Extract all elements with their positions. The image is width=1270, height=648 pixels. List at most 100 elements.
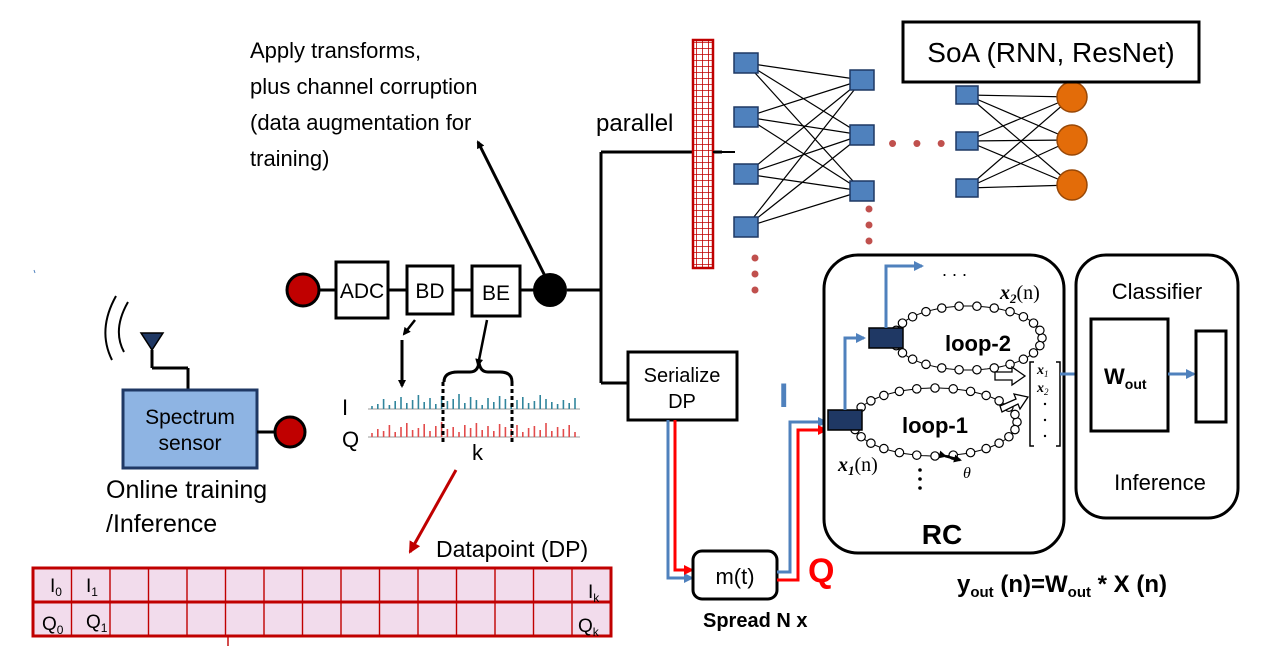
nn-edge: [745, 134, 863, 228]
parallel-input-buffer: [691, 38, 715, 270]
serial-i-path: [666, 420, 694, 583]
iq-q-label: Q: [342, 427, 359, 452]
nn-edge: [966, 96, 1073, 189]
reservoir-node: [965, 447, 976, 458]
reservoir-node: [994, 396, 1004, 406]
nn-edge: [966, 94, 1073, 141]
reservoir-node: [911, 450, 922, 460]
serialize-label-1: Serialize: [644, 365, 721, 387]
dp-cell-q1: Q1: [86, 612, 108, 635]
reservoir-node: [911, 384, 922, 394]
vector-x2: x2: [1036, 381, 1049, 397]
split-node: [533, 273, 567, 307]
nn-node: [849, 124, 875, 146]
reservoir-node: [989, 363, 1000, 373]
nn-node: [733, 216, 759, 238]
nn-edge: [966, 139, 1073, 189]
modulated-q-path: [777, 425, 828, 582]
reservoir-node: [954, 301, 964, 312]
apply-text-line1: Apply transforms,: [250, 38, 421, 63]
reservoir-node: [894, 386, 905, 397]
be-block: [470, 264, 522, 318]
classifier-label: Classifier: [1112, 279, 1202, 304]
reservoir-node: [930, 451, 940, 461]
modulator-box: [691, 549, 779, 601]
nn-edge: [966, 139, 1073, 142]
serial-q-path: [673, 420, 694, 575]
vector-x1: x1: [1036, 363, 1049, 379]
reservoir-node: [907, 311, 918, 322]
nn-edge: [745, 79, 863, 228]
reservoir-node: [981, 390, 991, 401]
wout-matrix-box: [1089, 317, 1170, 433]
nn-edge: [745, 190, 863, 228]
reservoir-node: [1018, 354, 1029, 365]
soa-label: SoA (RNN, ResNet): [927, 37, 1174, 68]
stray-mark: [33, 269, 36, 274]
nn-edge: [745, 173, 863, 192]
reservoir-node: [972, 301, 982, 312]
datapoint-title: Datapoint (DP): [436, 536, 588, 562]
reservoir-node: [936, 363, 947, 373]
nn-node: [849, 69, 875, 91]
loop-1-ring: [848, 383, 1022, 461]
reservoir-node: [1035, 325, 1045, 336]
reservoir-node: [894, 447, 905, 458]
k-brace: [442, 361, 514, 383]
nn-output-node: [1056, 81, 1088, 113]
nn-edge: [966, 140, 1073, 186]
reservoir-node: [897, 348, 908, 358]
nn-edge: [745, 62, 863, 81]
bd-arrow: [402, 319, 416, 336]
output-vector-box: [1194, 329, 1228, 424]
nn-edge: [745, 116, 863, 136]
parallel-label: parallel: [596, 110, 673, 137]
nn-node: [849, 180, 875, 202]
reservoir-node: [1018, 311, 1029, 322]
dp-cell-ik: Ik: [588, 582, 600, 605]
reservoir-node: [907, 354, 918, 365]
apply-arrow: [476, 140, 547, 277]
nn-edge: [745, 79, 863, 175]
loop-2-label: loop-2: [945, 331, 1011, 356]
loop-2-input-node: [868, 327, 904, 349]
reservoir-node: [981, 443, 991, 454]
reservoir-node: [879, 443, 889, 454]
online-training-line2: /Inference: [106, 510, 217, 538]
nn-connections: [713, 62, 1073, 228]
nn-nodes: [733, 52, 1088, 238]
nn-vertical-ellipsis: [751, 205, 873, 294]
i-channel-label: I: [779, 377, 788, 415]
reservoir-node: [1028, 318, 1039, 328]
loop1-state-arrow: [999, 393, 1030, 413]
reservoir-node: [965, 386, 976, 397]
be-arrow: [475, 319, 489, 367]
serialize-label-2: DP: [668, 391, 696, 413]
apply-text-line2: plus channel corruption: [250, 74, 477, 99]
reservoir-node: [954, 364, 964, 375]
bd-label: BD: [415, 280, 444, 303]
modulated-i-path: [777, 417, 828, 574]
spectrum-sensor-label-1: Spectrum: [145, 406, 235, 429]
nn-node: [733, 163, 759, 185]
loop-1-label: loop-1: [902, 413, 968, 438]
modulator-label: m(t): [715, 564, 754, 589]
reservoir-node: [921, 306, 931, 317]
q-spectrum: [368, 422, 580, 438]
dp-cell-i0: I0: [50, 576, 62, 599]
inference-label: Inference: [1114, 470, 1206, 495]
rc-label: RC: [922, 519, 962, 550]
input-node: [285, 272, 321, 308]
be-label: BE: [482, 282, 510, 305]
nn-edge: [745, 134, 863, 175]
spectrum-sensor-box: [121, 388, 259, 470]
adc-label: ADC: [340, 280, 384, 303]
nn-node: [955, 131, 979, 151]
reservoir-node: [879, 390, 889, 401]
x2-state-label: x2(n): [999, 282, 1040, 306]
nn-output-node: [1056, 169, 1088, 201]
datapoint-table: [31, 566, 613, 646]
dp-cell-q0: Q0: [42, 614, 64, 637]
loop2-to-next-path: [884, 261, 924, 328]
reservoir-node: [930, 383, 940, 393]
